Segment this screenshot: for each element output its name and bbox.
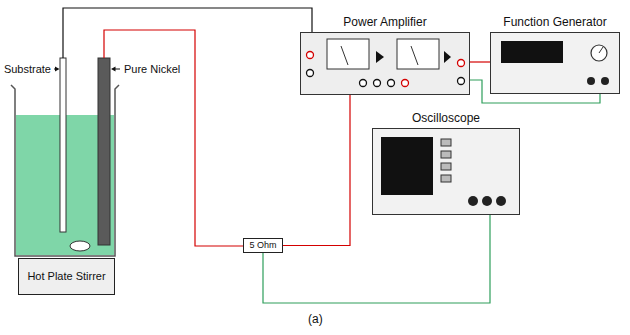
- wire-line: [283, 95, 350, 246]
- box-label: 5 Ohm: [249, 240, 276, 250]
- nickel-electrode: [98, 58, 110, 245]
- electrode-label: Pure Nickel: [123, 62, 181, 76]
- leader-arrowhead: [111, 67, 116, 72]
- device-panel: [372, 128, 520, 215]
- panel-detail: [441, 151, 451, 158]
- substrate-wire: [63, 8, 312, 58]
- panel-detail: [444, 51, 451, 63]
- panel-detail: [327, 39, 369, 69]
- panel-controls: [301, 33, 469, 94]
- panel-detail: [441, 139, 451, 146]
- wire-connector: [263, 215, 490, 303]
- heading-row: Power Amplifier: [300, 14, 470, 32]
- heading-row: Oscilloscope: [372, 110, 520, 128]
- panel-detail: [601, 77, 609, 85]
- wire-line: [263, 215, 490, 303]
- panel-detail: [360, 80, 367, 87]
- wire-connector: [283, 95, 350, 246]
- stirrer-bar: [70, 241, 90, 251]
- panel-detail: [376, 51, 384, 63]
- panel-controls: [491, 33, 619, 93]
- hot-plate-box: Hot Plate Stirrer: [18, 258, 115, 295]
- panel-detail: [587, 77, 595, 85]
- heading-row: Function Generator: [490, 14, 620, 32]
- panel-detail: [307, 70, 314, 77]
- panel-detail: [388, 80, 395, 87]
- figure-caption: (a): [308, 312, 323, 327]
- panel-detail: [307, 52, 314, 59]
- device-label: Function Generator: [503, 14, 606, 30]
- power-amplifier: Power Amplifier: [300, 14, 470, 95]
- wire-line: [470, 61, 490, 62]
- resistor-box: 5 Ohm: [243, 238, 283, 253]
- panel-detail: [458, 60, 465, 67]
- panel-detail: [381, 137, 433, 195]
- electrode-label: Substrate: [3, 62, 52, 76]
- device-label: Oscilloscope: [412, 110, 480, 126]
- panel-detail: [402, 80, 409, 87]
- panel-detail: [441, 163, 451, 170]
- panel-detail: [496, 196, 506, 206]
- panel-detail: [411, 46, 418, 65]
- oscilloscope: Oscilloscope: [372, 110, 520, 215]
- device-panel: [490, 32, 620, 94]
- device-panel: [300, 32, 470, 95]
- panel-detail: [501, 41, 563, 63]
- panel-detail: [397, 39, 439, 69]
- panel-detail: [482, 196, 492, 206]
- panel-detail: [599, 47, 603, 53]
- panel-detail: [468, 196, 478, 206]
- leader-arrowhead: [55, 67, 60, 72]
- panel-controls: [373, 129, 519, 214]
- panel-detail: [341, 46, 348, 65]
- wire-connector: [470, 62, 490, 63]
- panel-detail: [458, 78, 465, 85]
- nickel-wire: [104, 30, 243, 246]
- panel-detail: [374, 80, 381, 87]
- box-label: Hot Plate Stirrer: [27, 270, 105, 283]
- panel-detail: [441, 175, 451, 182]
- function-generator: Function Generator: [490, 14, 620, 94]
- substrate-electrode: [60, 58, 66, 232]
- device-label: Power Amplifier: [343, 14, 426, 30]
- panel-detail: [591, 45, 607, 61]
